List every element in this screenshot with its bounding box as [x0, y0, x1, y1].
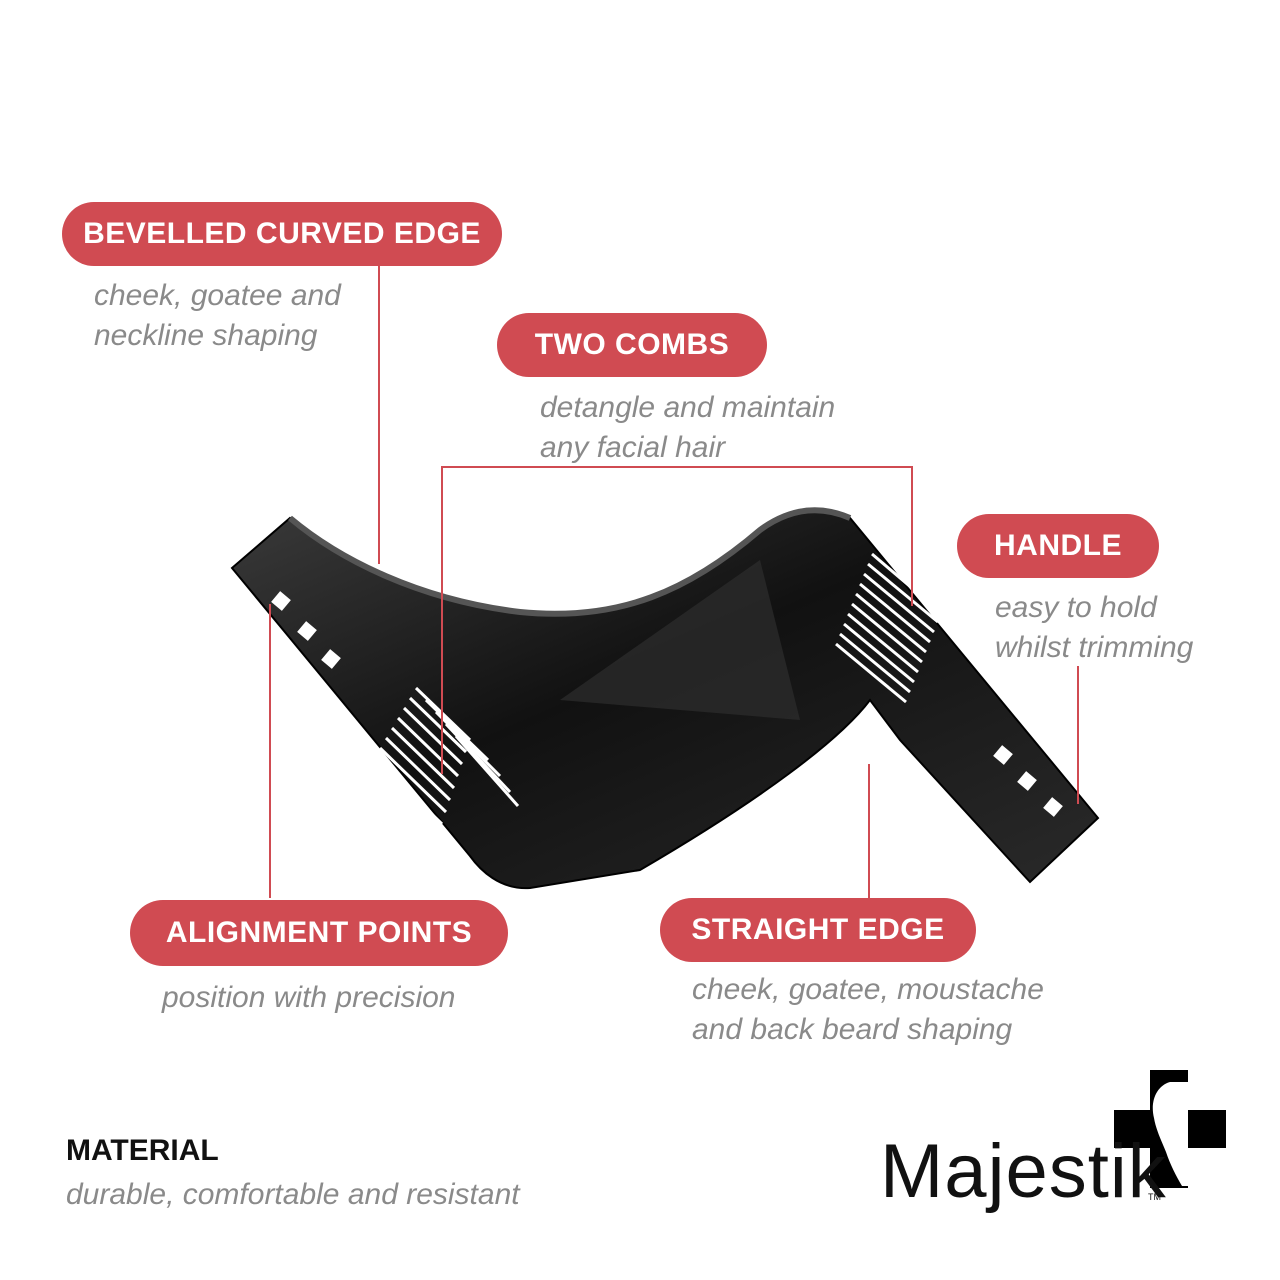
material-desc: durable, comfortable and resistant: [66, 1178, 520, 1211]
leader-straight: [868, 764, 870, 898]
left-comb: [354, 686, 520, 860]
alignment-point: [1017, 771, 1037, 791]
handle-desc-1: easy to hold: [995, 591, 1157, 624]
alignment-point: [297, 621, 317, 641]
majestik-logo-icon: [1114, 1070, 1226, 1188]
right-comb: [835, 552, 941, 704]
alignment-point: [271, 591, 291, 611]
tool-bevel: [288, 507, 852, 617]
alignment-points-desc: position with precision: [162, 981, 456, 1014]
leader-two-combs-right: [911, 466, 913, 606]
leader-bevelled: [378, 264, 380, 564]
handle-desc-2: whilst trimming: [995, 631, 1194, 664]
handle-label: HANDLE: [957, 514, 1159, 578]
material-title: MATERIAL: [66, 1134, 219, 1167]
straight-edge-desc-1: cheek, goatee, moustache: [692, 973, 1044, 1006]
leader-alignment: [269, 604, 271, 898]
two-combs-desc-2: any facial hair: [540, 431, 726, 464]
trademark-mark: TM: [1148, 1192, 1161, 1202]
alignment-point: [1043, 797, 1063, 817]
bevelled-edge-desc-2: neckline shaping: [94, 319, 318, 352]
straight-edge-label: STRAIGHT EDGE: [660, 898, 976, 962]
brand-wordmark: Majestik: [880, 1129, 1167, 1214]
leader-two-combs-top: [441, 466, 913, 468]
alignment-point: [321, 649, 341, 669]
two-combs-label: TWO COMBS: [497, 313, 767, 377]
bevelled-edge-desc-1: cheek, goatee and: [94, 279, 341, 312]
alignment-points-label: ALIGNMENT POINTS: [130, 900, 508, 966]
leader-handle: [1077, 666, 1079, 804]
two-combs-desc-1: detangle and maintain: [540, 391, 836, 424]
straight-edge-desc-2: and back beard shaping: [692, 1013, 1013, 1046]
leader-two-combs-left: [441, 466, 443, 774]
bevelled-edge-label: BEVELLED CURVED EDGE: [62, 202, 502, 266]
alignment-point: [993, 745, 1013, 765]
tool-sheen: [560, 560, 800, 720]
